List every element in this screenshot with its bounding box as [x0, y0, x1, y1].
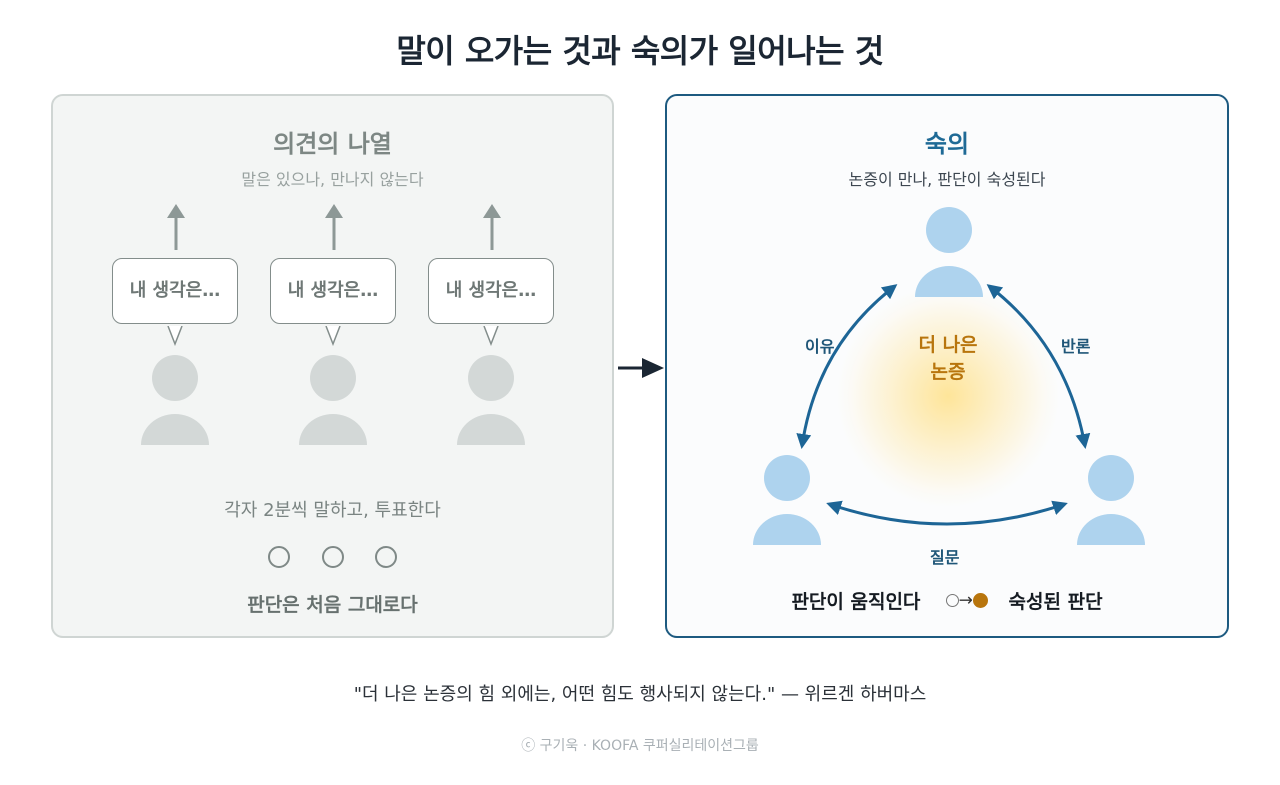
person-icon [141, 355, 209, 445]
diagram-title: 말이 오가는 것과 숙의가 일어나는 것 [396, 32, 884, 70]
edge-label-question: 질문 [930, 548, 960, 567]
bubble-tail-icon [483, 326, 499, 346]
speech-bubble: 내 생각은… [428, 258, 554, 324]
circle-icon [374, 546, 397, 568]
exchange-arrows [796, 284, 1091, 526]
copyright-credit: ⓒ 구기욱 · KOOFA 쿠퍼실리테이션그룹 [521, 738, 759, 754]
edge-label-reason: 이유 [805, 337, 835, 356]
result-prefix: 판단이 움직인다 [791, 591, 921, 613]
speech-bubble: 내 생각은… [112, 258, 238, 324]
circle-icon [321, 546, 344, 568]
up-arrow-icon [167, 204, 185, 250]
opinion-listing-panel: 의견의 나열 말은 있으나, 만나지 않는다 내 생각은… 내 생각은… 내 생… [51, 94, 614, 638]
filled-circle-icon [972, 593, 988, 608]
vote-circles [53, 546, 612, 568]
right-panel-title: 숙의 [924, 130, 970, 158]
up-arrow-icon [483, 204, 501, 250]
person-icon [1077, 455, 1145, 545]
edge-label-rebuttal: 반론 [1061, 337, 1091, 356]
up-arrow-icon [325, 204, 343, 250]
person-icon [299, 355, 367, 445]
person-icon [457, 355, 525, 445]
person-icon [915, 207, 983, 297]
person-icon [753, 455, 821, 545]
right-panel-result: 판단이 움직인다 → 숙성된 판단 [667, 587, 1227, 614]
right-panel-subtitle: 논증이 만나, 판단이 숙성된다 [848, 170, 1046, 189]
left-panel-title: 의견의 나열 [273, 130, 392, 158]
speech-bubble: 내 생각은… [270, 258, 396, 324]
circle-icon [945, 594, 959, 607]
bubble-tail-icon [167, 326, 183, 346]
bubble-tail-icon [325, 326, 341, 346]
circle-icon [268, 546, 291, 568]
double-arrow-icon [986, 284, 1091, 449]
left-panel-result: 판단은 처음 그대로다 [247, 594, 418, 616]
right-arrow-icon [618, 358, 664, 378]
habermas-quote: "더 나은 논증의 힘 외에는, 어떤 힘도 행사되지 않는다." — 위르겐 … [353, 684, 927, 705]
left-panel-subtitle: 말은 있으나, 만나지 않는다 [241, 170, 424, 189]
result-suffix: 숙성된 판단 [1008, 591, 1103, 613]
double-arrow-icon [796, 284, 898, 449]
left-panel-note: 각자 2분씩 말하고, 투표한다 [224, 500, 441, 521]
result-arrow: → [958, 590, 973, 611]
double-arrow-icon [826, 500, 1068, 526]
